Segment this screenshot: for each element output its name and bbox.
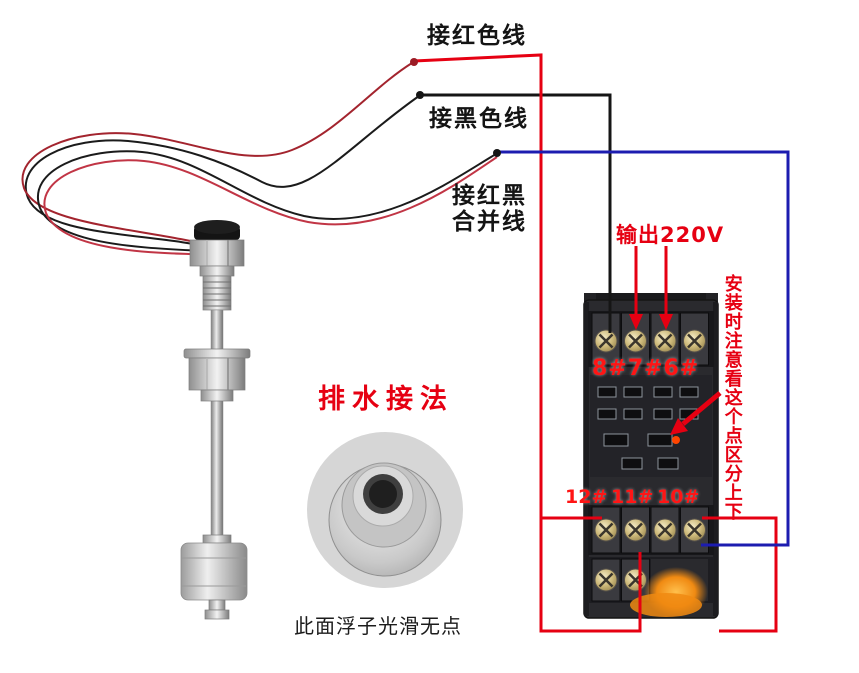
red-circuit-wire bbox=[413, 53, 642, 633]
red-right-loop bbox=[702, 516, 778, 633]
junction-dot-combo bbox=[493, 149, 501, 157]
mid-hex-nut bbox=[188, 357, 246, 391]
terminal-screw bbox=[653, 518, 677, 542]
terminal-screw bbox=[624, 518, 647, 542]
terminal-screw bbox=[594, 518, 618, 542]
float-bottom-photo bbox=[307, 432, 463, 588]
connect-black-label: 接黑色线 bbox=[429, 106, 529, 132]
junction-dot-black bbox=[416, 91, 424, 99]
terminal-screw bbox=[683, 518, 706, 542]
orientation-point-dot bbox=[672, 436, 680, 444]
arrows bbox=[629, 246, 722, 435]
switch-wire-strands bbox=[21, 62, 498, 256]
terminal-screw bbox=[594, 329, 618, 353]
switch-collar bbox=[199, 265, 235, 277]
switch-thread bbox=[202, 275, 232, 311]
terminals-876-label: 8#7#6# bbox=[592, 356, 700, 381]
float-switch bbox=[180, 220, 251, 620]
terminal-12-label: 12# bbox=[565, 486, 608, 508]
circuit-wires bbox=[410, 53, 790, 633]
terminal-screw bbox=[653, 329, 677, 353]
connect-combo-line1: 接红黑 bbox=[452, 183, 527, 209]
output-arrow-left bbox=[629, 246, 643, 330]
blue-circuit-wire bbox=[497, 150, 790, 547]
switch-float bbox=[180, 542, 248, 601]
switch-tip bbox=[208, 599, 226, 611]
mid-collar bbox=[200, 389, 234, 402]
float-hole bbox=[369, 480, 397, 508]
float-note-label: 此面浮子光滑无点 bbox=[294, 614, 462, 638]
red-wire-strand bbox=[21, 62, 413, 248]
switch-tip-nut bbox=[204, 609, 230, 620]
relay-socket bbox=[583, 293, 719, 619]
terminal-screw bbox=[594, 568, 618, 592]
pin-slot-section bbox=[590, 375, 712, 477]
mid-washer bbox=[183, 348, 251, 359]
combo-red-strand bbox=[43, 156, 498, 256]
drain-method-label: 排水接法 bbox=[318, 384, 454, 415]
connect-combo-line2: 合并线 bbox=[452, 209, 527, 236]
switch-hex-nut bbox=[189, 239, 245, 267]
connect-combo-label: 接红黑 合并线 bbox=[452, 183, 527, 236]
install-note-label: 安装时注意看这个点区分上下 bbox=[721, 274, 743, 521]
float-retainer-ring bbox=[202, 534, 232, 544]
terminal-10-label: 10# bbox=[657, 486, 700, 508]
junction-dot-red bbox=[410, 58, 418, 66]
install-note-arrow bbox=[670, 391, 722, 435]
black-wire-strand bbox=[24, 95, 420, 250]
terminal-11-label: 11# bbox=[611, 486, 654, 508]
combo-black-strand bbox=[37, 150, 497, 253]
terminal-screw bbox=[624, 568, 647, 592]
output-220v-label: 输出220V bbox=[616, 223, 725, 247]
terminal-screw bbox=[624, 329, 647, 353]
orange-base bbox=[630, 593, 702, 617]
terminal-screw bbox=[683, 329, 706, 353]
lower-terminal-row bbox=[588, 557, 714, 617]
bottom-terminal-row bbox=[588, 505, 714, 555]
connect-red-label: 接红色线 bbox=[427, 23, 527, 49]
black-circuit-wire bbox=[420, 93, 612, 333]
output-arrow-right bbox=[659, 246, 673, 330]
